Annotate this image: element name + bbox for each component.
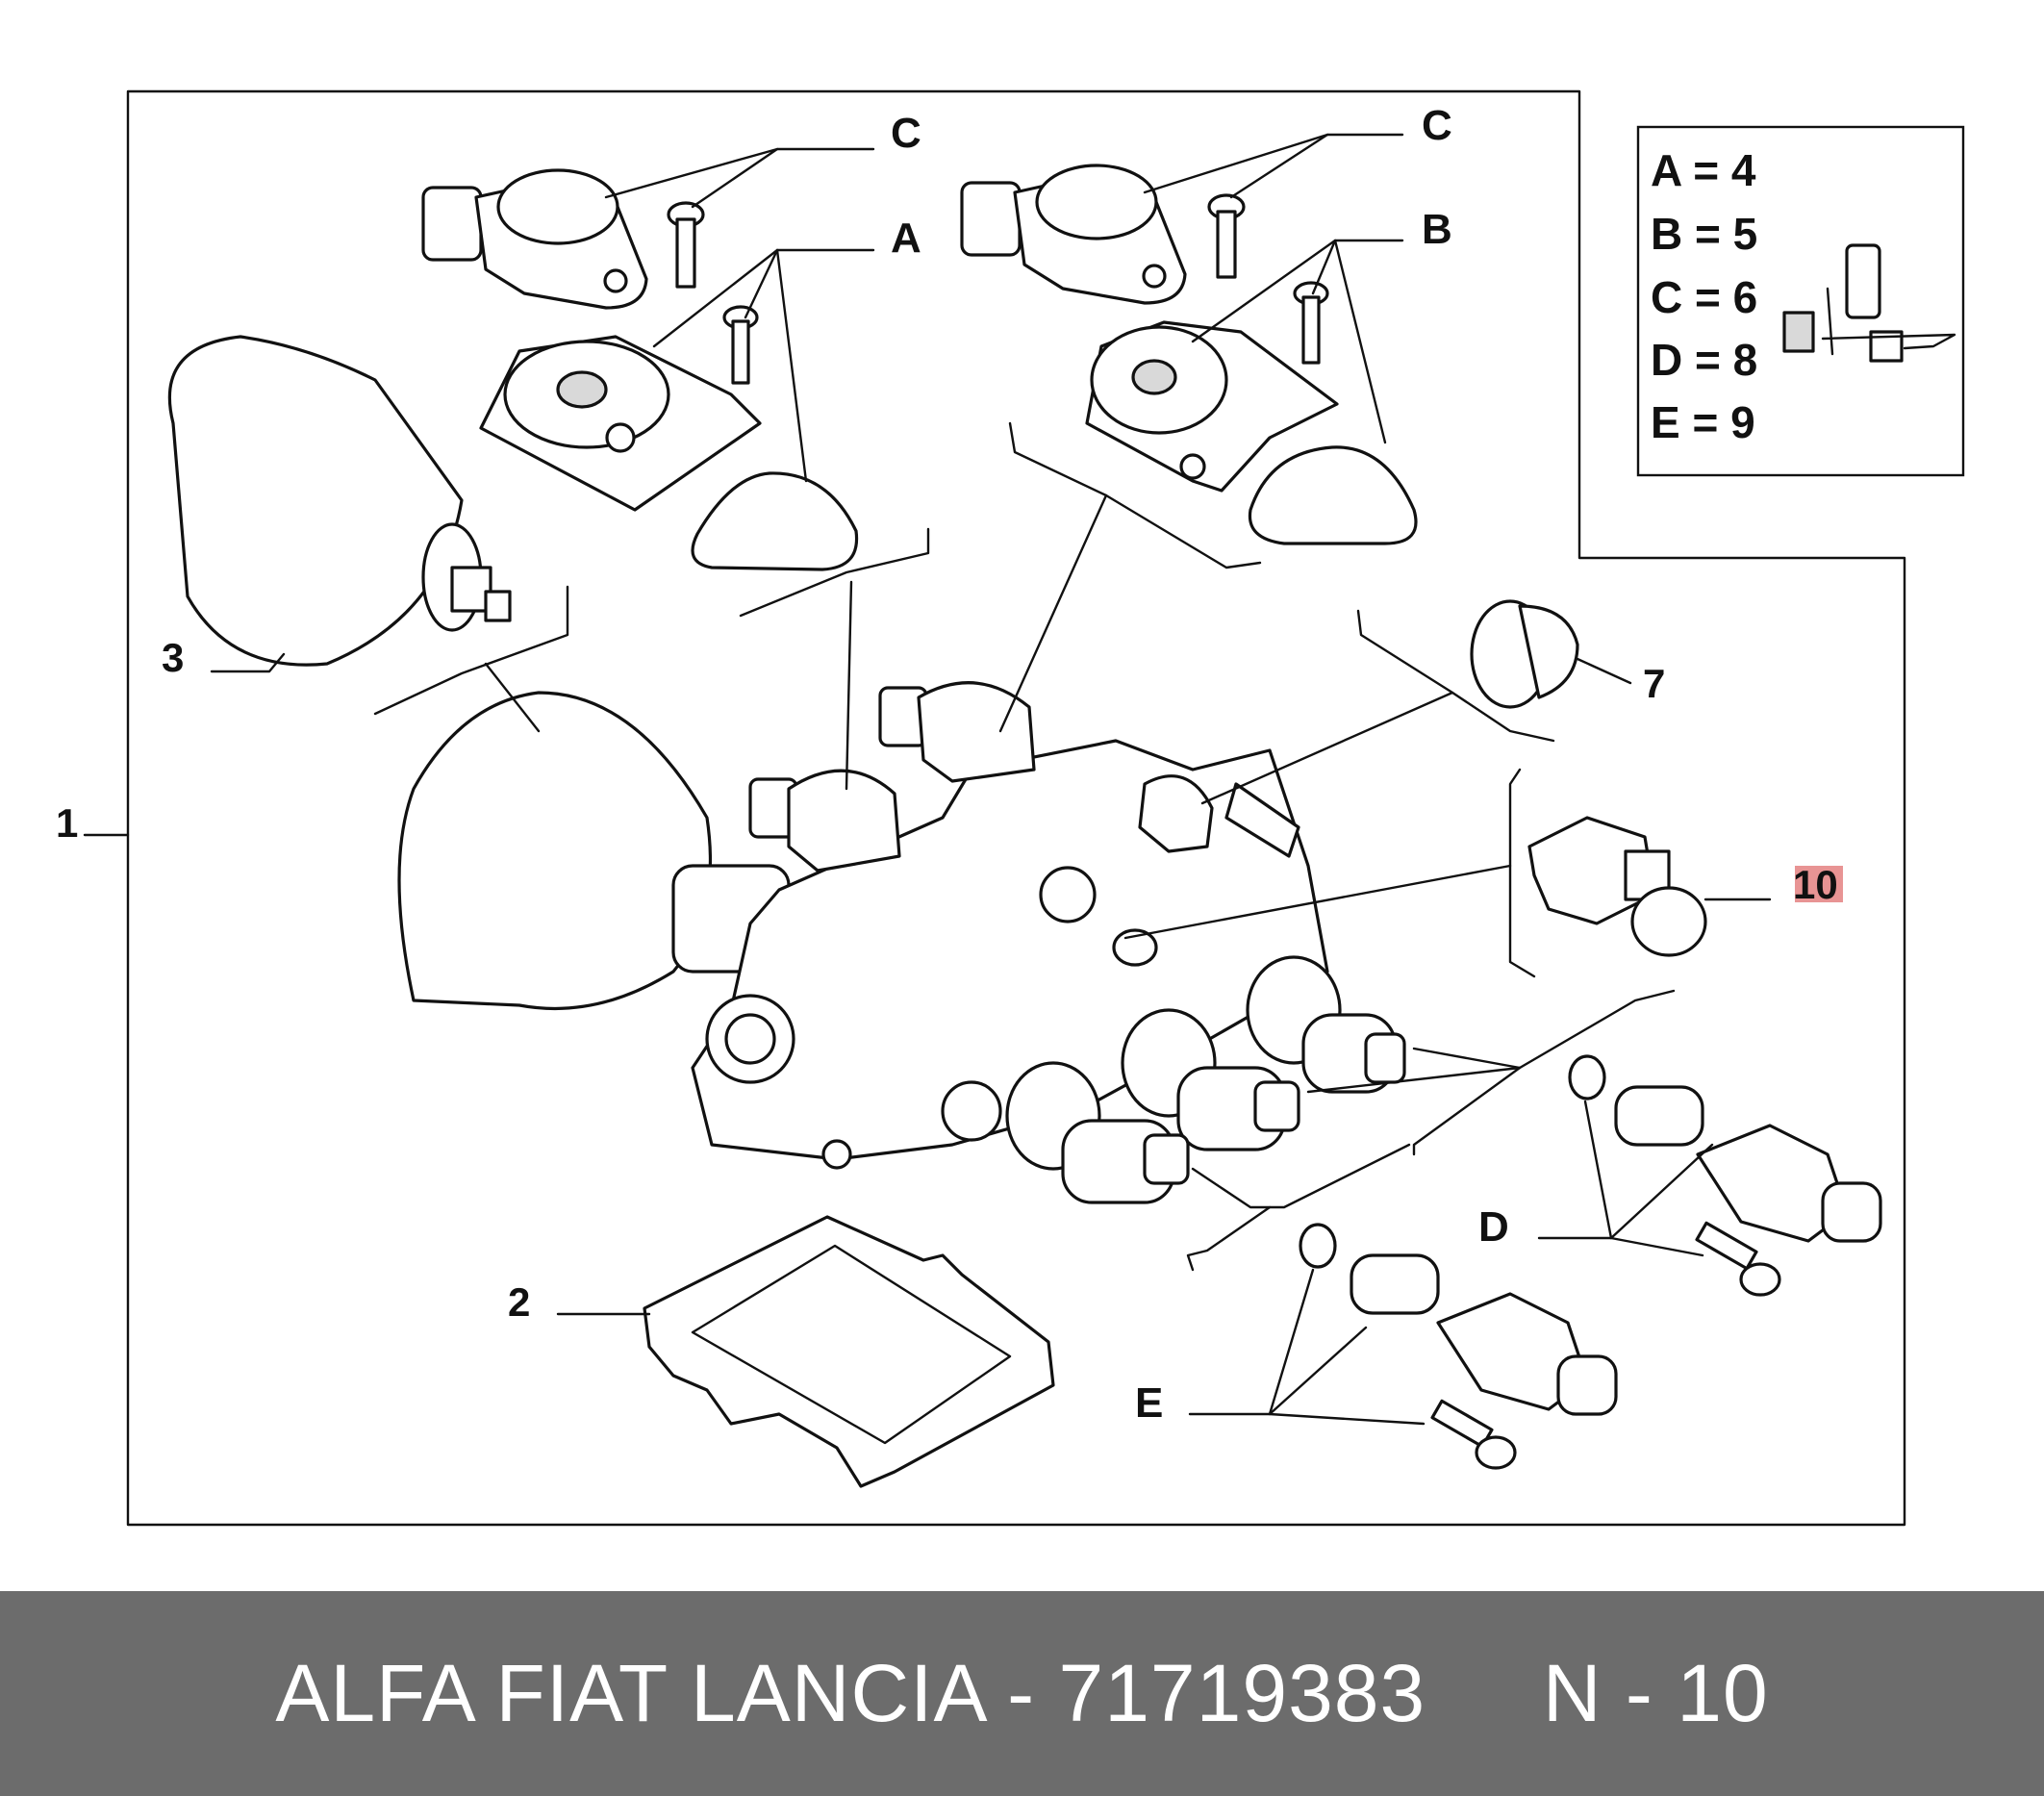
screw-e: [1430, 1399, 1517, 1470]
body-gasket: [643, 1215, 1055, 1488]
screw-b: [1293, 281, 1329, 365]
callout-7: 7: [1643, 661, 1665, 706]
position-sensor-left: [421, 168, 648, 310]
assembly-frame: [126, 89, 1906, 1527]
callout-2: 2: [508, 1279, 530, 1325]
sensor-flange-b: [1085, 320, 1339, 493]
footer-reference: N - 10: [1542, 1648, 1769, 1738]
legend-entry-d: D = 8: [1651, 335, 1757, 385]
pressure-sensor-10: [1527, 816, 1707, 957]
screw-c-left: [667, 201, 705, 289]
sensor-flange-a: [479, 335, 762, 512]
callout-a: A: [891, 215, 921, 262]
solenoid-valve-d: [1568, 1054, 1882, 1243]
footer-caption: ALFA FIAT LANCIA - 71719383 N - 10: [275, 1647, 1768, 1740]
footer-bar: ALFA FIAT LANCIA - 71719383 N - 10: [0, 1591, 2044, 1796]
solenoid-valve-e: [1299, 1223, 1618, 1416]
legend-entry-a: A = 4: [1651, 145, 1756, 195]
screw-c-right: [1207, 193, 1246, 279]
callout-10: 10: [1793, 862, 1838, 907]
body-solenoid-2: [1121, 1008, 1300, 1151]
body-solenoid-1: [1246, 955, 1406, 1094]
kit-icon: [1782, 243, 1956, 363]
legend-entry-c: C = 6: [1651, 272, 1757, 322]
accumulator-small: [167, 335, 512, 667]
plug-cap-7: [1470, 599, 1579, 709]
accumulator-large: [397, 691, 791, 1011]
callout-3: 3: [162, 635, 184, 680]
leader-lines: [210, 133, 1772, 1426]
gasket-a: [691, 471, 859, 571]
callout-10-highlight: [1795, 866, 1843, 902]
legend-entry-b: B = 5: [1651, 209, 1757, 259]
callout-c-left: C: [891, 110, 921, 157]
valve-body: [691, 681, 1406, 1204]
parts-diagram: 1 2 3 7 10 A B C C D E A = 4 B = 5 C = 6…: [56, 89, 1965, 1527]
body-solenoid-3: [1005, 1061, 1190, 1204]
gasket-b: [1248, 445, 1418, 545]
callout-e: E: [1135, 1379, 1163, 1427]
legend-box: [1636, 125, 1965, 477]
callout-c-right: C: [1422, 102, 1452, 149]
callout-d: D: [1478, 1203, 1509, 1251]
screw-d: [1695, 1221, 1781, 1297]
screw-a: [722, 305, 759, 385]
legend-entry-e: E = 9: [1651, 397, 1755, 447]
position-sensor-right: [960, 164, 1187, 305]
footer-brand-part-number: ALFA FIAT LANCIA - 71719383: [275, 1648, 1426, 1738]
callout-1: 1: [56, 800, 78, 846]
callout-b: B: [1422, 206, 1452, 253]
